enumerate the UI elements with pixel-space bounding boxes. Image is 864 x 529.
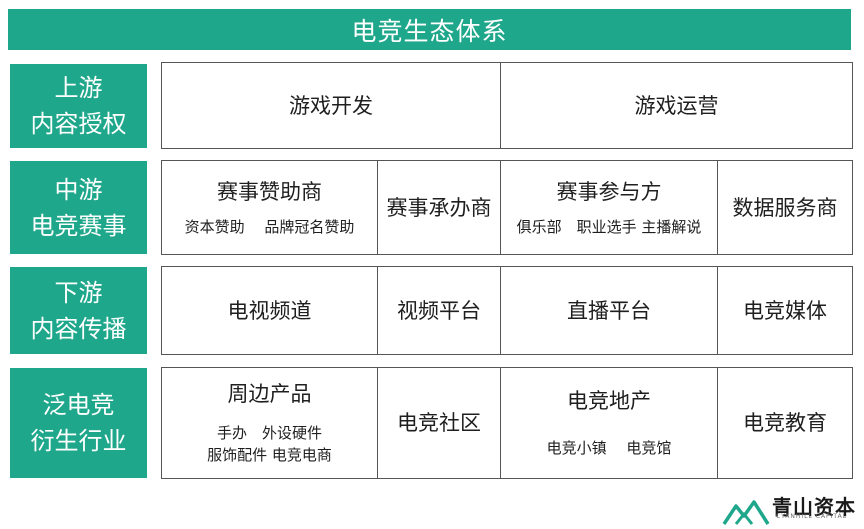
- cell-main-label: 直播平台: [567, 298, 651, 323]
- tier-label-line1: 泛电竞: [42, 391, 115, 419]
- cell-event-organizer: 赛事承办商: [377, 161, 500, 254]
- cell-esports-education: 电竞教育: [717, 368, 852, 478]
- tier-label-downstream: 下游 内容传播: [10, 267, 147, 354]
- cell-game-development: 游戏开发: [162, 63, 500, 148]
- cell-main-label: 电竞教育: [743, 411, 827, 435]
- tier-label-line1: 下游: [54, 278, 103, 307]
- cell-merchandise: 周边产品 手办 外设硬件 服饰配件 电竞电商: [162, 368, 377, 478]
- tier-label-line2: 衍生行业: [30, 427, 127, 455]
- cell-main-label: 电竞媒体: [743, 298, 827, 323]
- cell-sub-label: 俱乐部 职业选手 主播解说: [516, 217, 702, 236]
- cell-sub-label: 手办 外设硬件: [216, 424, 322, 442]
- tier-box-pan-esports: 周边产品 手办 外设硬件 服饰配件 电竞电商 电竞社区 电竞地产 电竞小镇 电竞…: [161, 367, 853, 479]
- mountain-logo-icon: [722, 500, 770, 525]
- logo-name-cn: 青山资本: [772, 495, 856, 519]
- cell-main-label: 数据服务商: [732, 195, 838, 220]
- tier-box-midstream: 赛事赞助商 资本赞助 品牌冠名赞助 赛事承办商 赛事参与方 俱乐部 职业选手 主…: [161, 160, 853, 255]
- cell-data-service: 数据服务商: [717, 161, 852, 254]
- cell-main-label: 赛事承办商: [386, 195, 492, 220]
- cell-event-sponsor: 赛事赞助商 资本赞助 品牌冠名赞助: [162, 161, 377, 254]
- tier-label-line2: 内容传播: [30, 314, 127, 343]
- tier-label-line2: 内容授权: [30, 110, 127, 138]
- cell-sub-label: 电竞小镇 电竞馆: [546, 439, 672, 457]
- cell-main-label: 周边产品: [227, 382, 312, 406]
- cell-video-platform: 视频平台: [377, 267, 500, 354]
- logo-name-en: CYANHILL CAPITAL: [776, 513, 848, 520]
- cell-main-label: 电竞地产: [567, 389, 651, 413]
- tier-label-line1: 中游: [54, 175, 103, 204]
- cell-live-platform: 直播平台: [500, 267, 717, 354]
- tier-label-midstream: 中游 电竞赛事: [10, 161, 147, 254]
- tier-label-line1: 上游: [54, 74, 103, 102]
- cell-main-label: 电竞社区: [397, 411, 481, 435]
- tier-label-pan-esports: 泛电竞 衍生行业: [10, 368, 147, 478]
- cell-sub-label: 资本赞助 品牌冠名赞助: [184, 217, 355, 236]
- cell-tv-channel: 电视频道: [162, 267, 377, 354]
- cell-main-label: 游戏开发: [289, 93, 373, 118]
- cell-sub-label: 服饰配件 电竞电商: [207, 446, 332, 464]
- cell-main-label: 赛事参与方: [556, 179, 662, 204]
- tier-label-line2: 电竞赛事: [30, 211, 127, 240]
- tier-label-upstream: 上游 内容授权: [10, 64, 147, 148]
- cell-event-participants: 赛事参与方 俱乐部 职业选手 主播解说: [500, 161, 717, 254]
- cell-main-label: 游戏运营: [634, 93, 719, 118]
- cell-esports-community: 电竞社区: [377, 368, 500, 478]
- cell-game-operation: 游戏运营: [500, 63, 852, 148]
- tier-box-downstream: 电视频道 视频平台 直播平台 电竞媒体: [161, 266, 853, 355]
- cell-main-label: 赛事赞助商: [217, 179, 322, 204]
- cell-main-label: 电视频道: [227, 298, 312, 323]
- cell-main-label: 视频平台: [397, 298, 481, 323]
- diagram-title: 电竞生态体系: [8, 9, 851, 50]
- tier-box-upstream: 游戏开发 游戏运营: [161, 62, 853, 149]
- cyanhill-logo: 青山资本 CYANHILL CAPITAL: [722, 488, 864, 529]
- cell-esports-real-estate: 电竞地产 电竞小镇 电竞馆: [500, 368, 717, 478]
- cell-esports-media: 电竞媒体: [717, 267, 852, 354]
